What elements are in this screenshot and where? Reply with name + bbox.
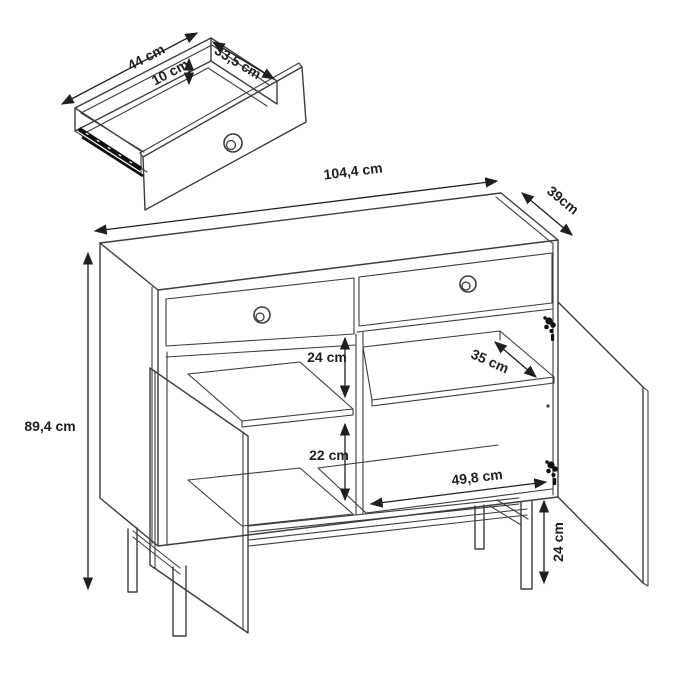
drawer-knob (223, 133, 243, 153)
left-compartment (165, 344, 357, 546)
cabinet-height-label: 89,4 cm (24, 418, 75, 434)
right-door-open (557, 301, 649, 587)
left-shelf (187, 361, 354, 428)
back-left-leg (127, 527, 138, 593)
leg-height-label: 24 cm (550, 522, 566, 562)
front-right-leg (520, 500, 533, 590)
legs (127, 500, 533, 637)
right-drawer-front (358, 252, 553, 327)
dim-leg-height: 24 cm (538, 499, 566, 585)
upper-compartment-label: 24 cm (307, 349, 347, 365)
cabinet-depth-label: 39cm (544, 183, 582, 218)
shelf-pin-hole (546, 404, 550, 408)
center-divider (355, 331, 364, 515)
left-door-open (149, 367, 249, 634)
dim-bottom-width: 49,8 cm (369, 466, 548, 508)
right-shelf (362, 330, 555, 407)
drawer-slide-rail (77, 127, 144, 178)
drawer-detail-diagram: 44 cm 33,5 cm 10 cm (60, 32, 307, 211)
bottom-width-label: 49,8 cm (451, 466, 504, 488)
lower-compartment-label: 22 cm (309, 447, 349, 463)
dim-lower-compartment: 22 cm (309, 422, 351, 502)
cabinet-diagram: 104,4 cm 39cm 89,4 cm 24 cm 22 cm 35 cm … (24, 159, 649, 637)
left-drawer-front (165, 277, 355, 347)
dim-upper-compartment: 24 cm (307, 336, 351, 399)
left-drawer-knob (253, 306, 271, 324)
dim-cabinet-height: 89,4 cm (24, 251, 94, 591)
hinge-bottom-icon (545, 460, 558, 485)
dim-cabinet-depth: 39cm (521, 183, 582, 236)
right-drawer-knob (459, 275, 477, 293)
base-frame (132, 497, 529, 575)
back-right-leg (474, 504, 485, 550)
cabinet-width-label: 104,4 cm (323, 159, 384, 182)
front-left-leg (172, 565, 187, 637)
hinge-top-icon (543, 316, 556, 341)
dim-shelf-depth: 35 cm (469, 341, 537, 378)
dim-cabinet-width: 104,4 cm (93, 159, 499, 235)
drawer-outline (74, 37, 307, 211)
